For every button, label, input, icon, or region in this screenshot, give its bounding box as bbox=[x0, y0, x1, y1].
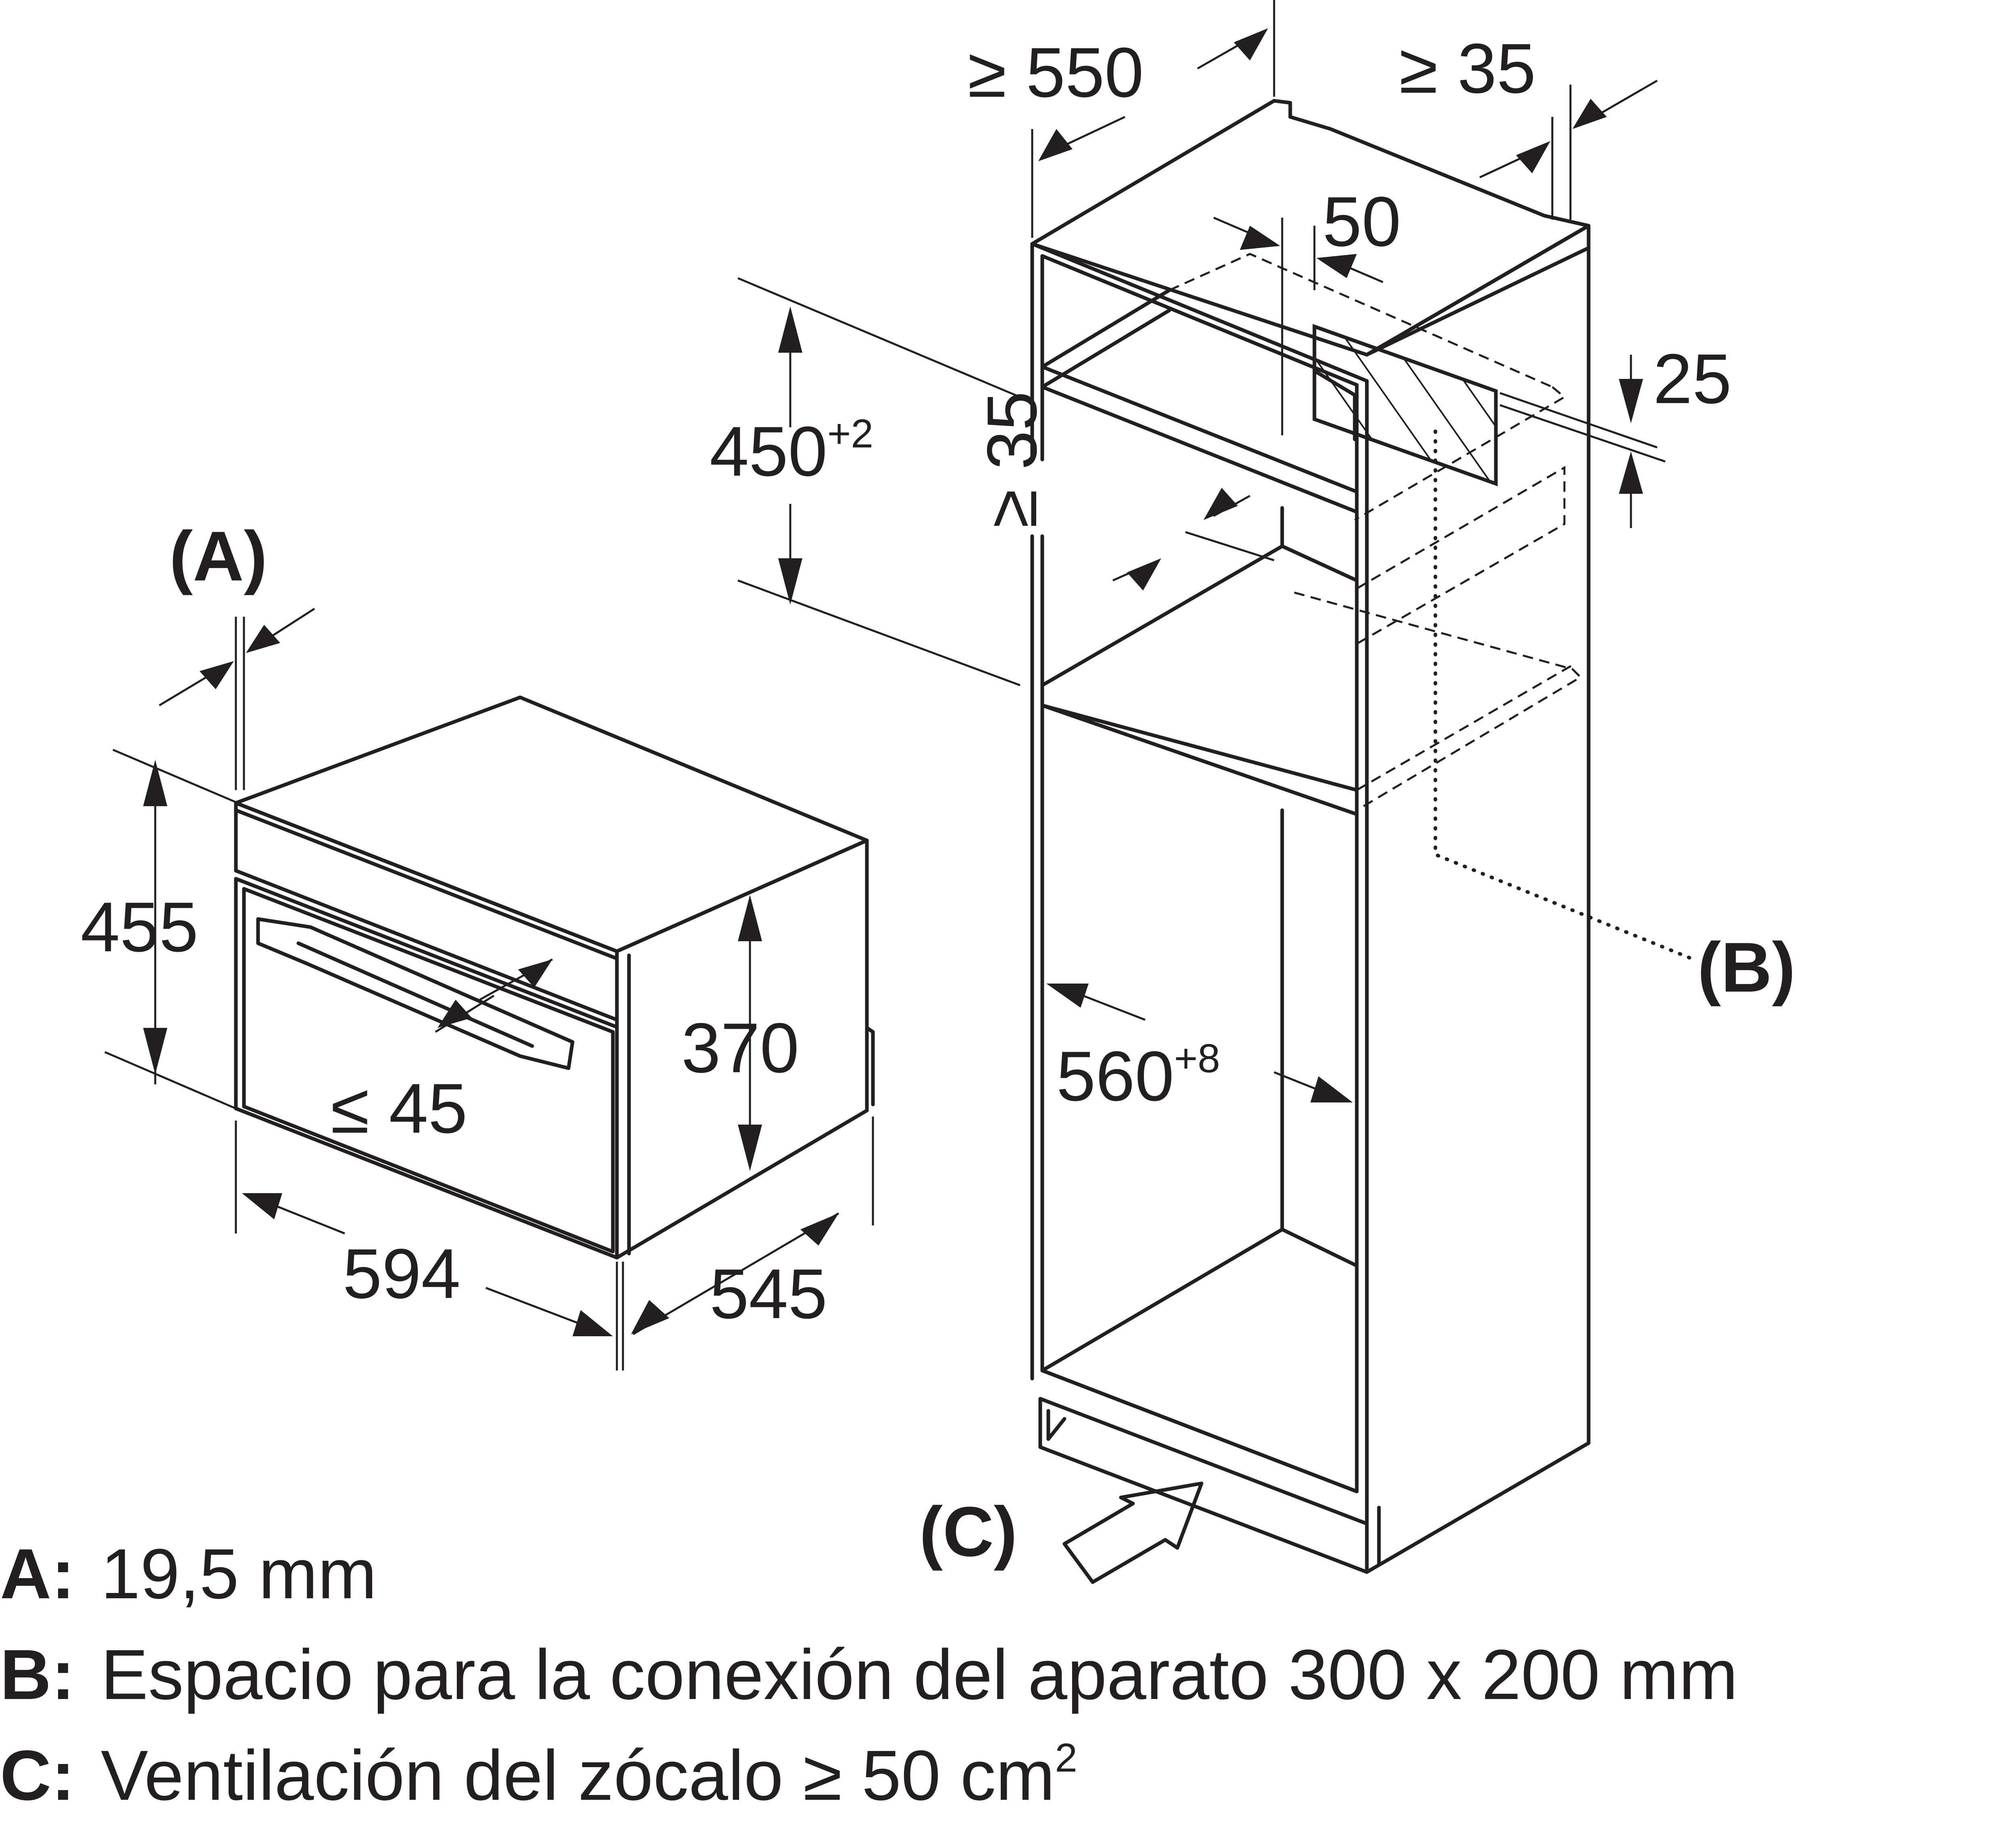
diagram-labels: (A) (B) (C) 455 370 594 545 ≤ 45 ≥ 550 ≥… bbox=[81, 29, 1795, 1571]
oven-handle bbox=[256, 917, 575, 1070]
upper-shelf bbox=[1040, 365, 1359, 514]
cabinet-niche-height: 450+2 bbox=[710, 411, 873, 491]
oven-height-body: 370 bbox=[681, 1009, 799, 1088]
oven-dimensions bbox=[104, 607, 874, 1371]
cabinet-dimensions bbox=[737, 0, 1666, 1102]
legend-row-a: A: 19,5 mm bbox=[0, 1524, 2016, 1624]
oven-depth: 545 bbox=[710, 1255, 827, 1333]
callout-a: (A) bbox=[169, 517, 267, 596]
oven-handle-offset: ≤ 45 bbox=[331, 1069, 467, 1148]
cabinet-vent-height: 25 bbox=[1653, 340, 1732, 418]
oven-width: 594 bbox=[343, 1235, 460, 1313]
oven-door-frame bbox=[242, 887, 615, 1254]
cabinet-depth-min: ≥ 550 bbox=[968, 33, 1144, 112]
legend-row-c: C: Ventilación del zócalo ≥ 50 cm2 bbox=[0, 1725, 2016, 1826]
oven-right-side bbox=[615, 838, 869, 1260]
oven-height-total: 455 bbox=[81, 888, 198, 967]
niche-floor bbox=[1040, 544, 1359, 792]
cabinet-drawing bbox=[1030, 99, 1695, 1584]
callout-b: (B) bbox=[1697, 928, 1795, 1007]
connection-leader bbox=[1433, 429, 1695, 961]
legend-text: Espacio para la conexión del aparato 300… bbox=[101, 1635, 1738, 1714]
legend: A: 19,5 mm B: Espacio para la conexión del… bbox=[0, 1524, 2016, 1826]
connection-area bbox=[1312, 324, 1498, 487]
oven-drawing bbox=[234, 695, 875, 1260]
legend-text: 19,5 mm bbox=[101, 1535, 377, 1614]
legend-text: Ventilación del zócalo ≥ 50 cm bbox=[101, 1736, 1055, 1815]
cabinet-rear-gap: ≥ 35 bbox=[1399, 29, 1536, 108]
legend-key: C: bbox=[0, 1736, 75, 1815]
ventilation-arrow bbox=[1062, 1481, 1204, 1584]
legend-key: B: bbox=[0, 1635, 75, 1714]
oven-top-face bbox=[234, 695, 869, 953]
cabinet-bottom bbox=[1040, 1227, 1359, 1493]
legend-superscript: 2 bbox=[1055, 1735, 1077, 1780]
callout-c: (C) bbox=[919, 1493, 1017, 1571]
cabinet-niche-width: 560+8 bbox=[1056, 1036, 1220, 1116]
oven-control-panel bbox=[234, 801, 619, 1022]
cabinet-vent-depth: 50 bbox=[1322, 183, 1401, 261]
cabinet-inner-clearance: ≥ 35 bbox=[973, 391, 1052, 528]
cabinet-top bbox=[1030, 99, 1591, 357]
legend-row-b: B: Espacio para la conexión del aparato 3… bbox=[0, 1624, 2016, 1725]
legend-key: A: bbox=[0, 1535, 75, 1614]
